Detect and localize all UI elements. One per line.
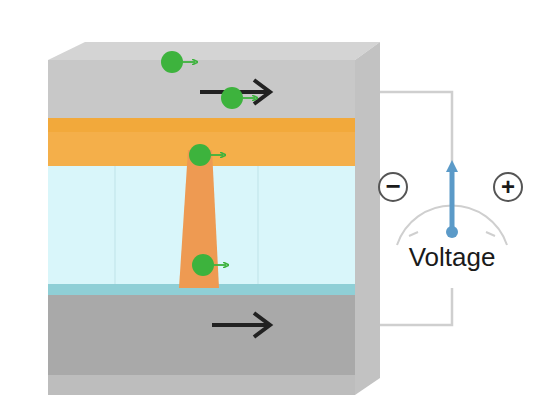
needle xyxy=(450,168,455,232)
oxide-shade xyxy=(48,132,355,166)
bottom-edge xyxy=(48,375,355,395)
electron xyxy=(192,254,226,276)
electron xyxy=(161,51,195,73)
polarity-sign: + xyxy=(501,175,515,199)
spin-arrow xyxy=(212,313,270,337)
polarity-sign: − xyxy=(385,173,400,199)
top-electrode xyxy=(48,60,355,118)
meter-label: Voltage xyxy=(409,244,496,270)
oxide-layer xyxy=(48,118,355,166)
electron xyxy=(221,87,255,109)
side-face xyxy=(355,42,380,395)
top-face xyxy=(48,42,380,60)
conductive-filament xyxy=(179,150,219,288)
electron xyxy=(189,144,223,166)
bottom-electrode xyxy=(48,295,355,375)
voltmeter xyxy=(379,160,522,245)
